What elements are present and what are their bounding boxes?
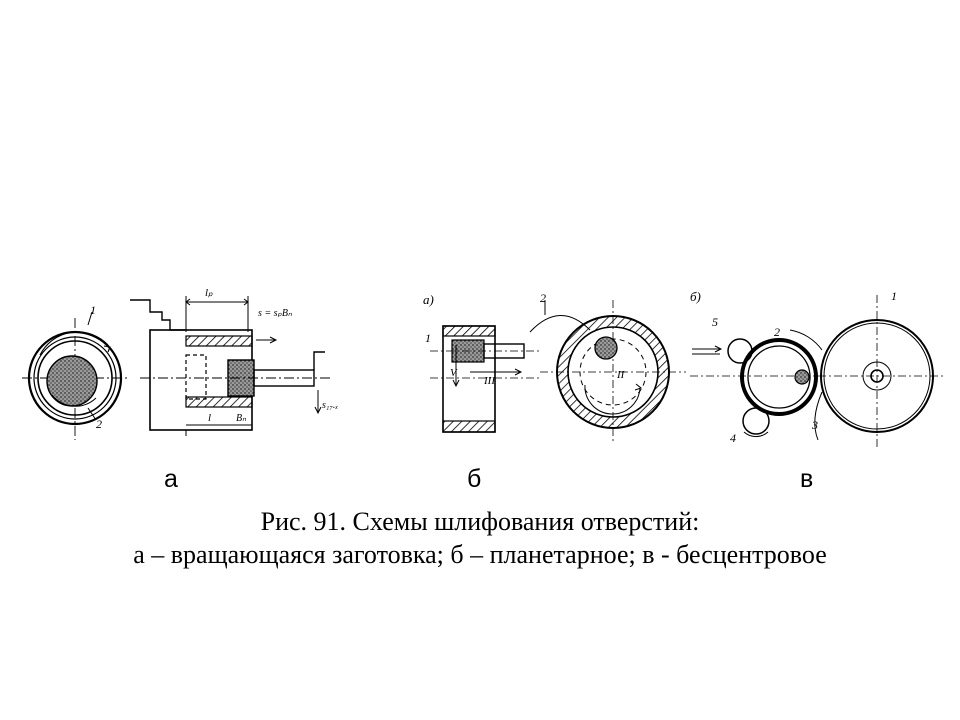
panel-b-callout-1: 1 — [425, 331, 431, 345]
panel-b-callout-ii: II — [616, 369, 626, 381]
panel-b-drawing: a) 1 2 V I — [423, 291, 686, 444]
panel-v-callout-1: 1 — [891, 289, 897, 303]
panel-label-v: в — [800, 465, 814, 493]
workpiece-ring — [740, 338, 818, 416]
dim-bottom-l-label: l — [208, 412, 211, 424]
panel-a-callout-2: 2 — [96, 417, 102, 431]
panel-b-section-view — [430, 325, 540, 433]
panel-v-drawing: б) 1 2 3 4 5 — [690, 289, 945, 448]
panel-v-subtitle: б) — [690, 289, 701, 304]
panel-b-callout-v: V — [450, 367, 458, 379]
figure-caption-title: Рис. 91. Схемы шлифования отверстий: — [260, 507, 700, 536]
panel-a-drawing: 1 2 lₚ s = sₚBₙ l Bₙ — [22, 287, 338, 440]
dim-bottom-b-label: Bₙ — [236, 413, 247, 424]
panel-a-front-view — [22, 311, 130, 440]
panel-a-section-view — [130, 296, 330, 436]
feed-radial-label: s₁₇.ₓ — [322, 400, 338, 411]
panel-label-a: а — [164, 465, 178, 493]
panel-b-callout-2: 2 — [540, 291, 546, 305]
feed-formula-label: s = sₚBₙ — [258, 308, 293, 319]
regulating-wheel — [820, 319, 934, 433]
panel-b-callout-iii: III — [483, 375, 496, 387]
panel-v-callout-4: 4 — [730, 431, 736, 445]
dim-top-label: lₚ — [205, 287, 213, 299]
panel-v-callout-5: 5 — [712, 315, 718, 329]
panel-b-front-view — [529, 300, 686, 444]
panel-v-callout-2: 2 — [774, 325, 780, 339]
panel-v-callout-3: 3 — [811, 418, 818, 432]
panel-label-b: б — [467, 465, 482, 493]
figure-caption-legend: а – вращающаяся заготовка; б – планетарн… — [133, 540, 827, 569]
grinding-schemes-figure: 1 2 lₚ s = sₚBₙ l Bₙ — [22, 287, 945, 448]
panel-a-callout-1: 1 — [90, 303, 96, 317]
panel-b-subtitle: a) — [423, 292, 434, 307]
